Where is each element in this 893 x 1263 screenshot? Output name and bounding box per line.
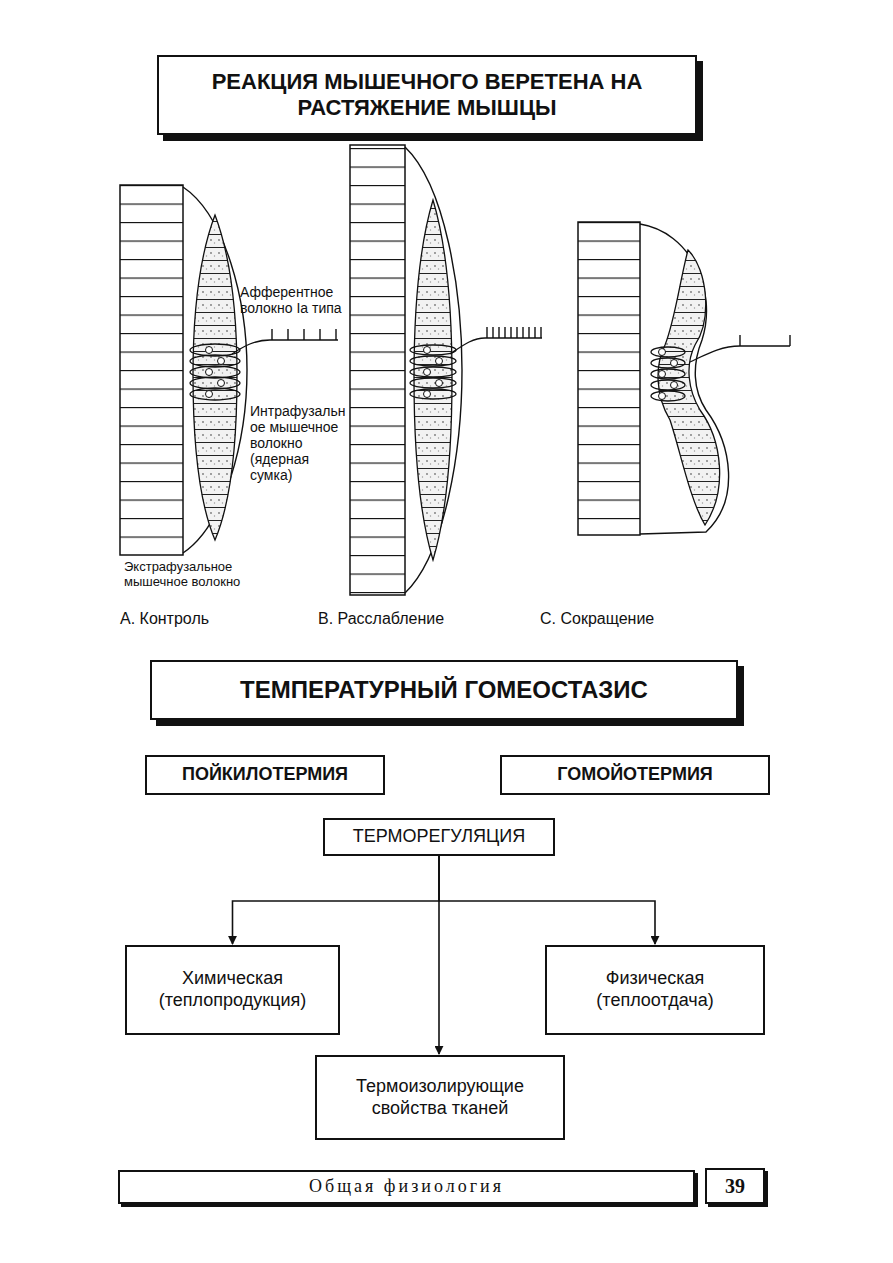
panel-caption: В. Расслабление [318, 610, 528, 628]
nucleus [659, 371, 666, 378]
arrow-connector [438, 856, 440, 1054]
nucleus [424, 391, 431, 398]
impulse-tick [504, 327, 505, 338]
annulospiral-coil [651, 369, 685, 379]
afferent-fiber [232, 340, 338, 354]
annulospiral-coil [651, 347, 685, 357]
spindle-capsule [640, 224, 729, 534]
afferent-fiber [690, 346, 790, 362]
nucleus [206, 347, 213, 354]
panel-caption: С. Сокращение [540, 610, 760, 628]
box-text: Термоизолирующие свойства тканей [340, 1076, 540, 1119]
annulospiral-coil [651, 380, 685, 390]
impulse-tick [739, 335, 740, 346]
annulospiral-coil [190, 344, 240, 356]
spindle-capsule [405, 147, 462, 593]
impulse-tick [510, 327, 511, 338]
nucleus [206, 369, 213, 376]
intrafusal-fiber [414, 200, 452, 560]
impulse-tick [486, 327, 487, 338]
extrafusal-fiber [578, 222, 640, 535]
annulospiral-coil [651, 391, 685, 401]
impulse-tick [540, 327, 541, 338]
box-text: ТЕРМОРЕГУЛЯЦИЯ [353, 826, 525, 848]
nucleus [218, 358, 225, 365]
impulse-tick [522, 327, 523, 338]
nucleus [424, 347, 431, 354]
box-text: ТЕМПЕРАТУРНЫЙ ГОМЕОСТАЗИС [240, 676, 648, 705]
impulse-tick [287, 329, 288, 340]
impulse-tick [319, 329, 320, 340]
annulospiral-coil [190, 366, 240, 378]
box-text: Химическая (теплопродукция) [138, 968, 328, 1011]
impulse-tick [516, 327, 517, 338]
box-text: 39 [725, 1174, 745, 1198]
extrafusal-fiber [120, 185, 183, 555]
annulospiral-coil [410, 356, 456, 366]
annulospiral-coil [190, 355, 240, 367]
impulse-tick [498, 327, 499, 338]
process-box: Химическая (теплопродукция) [125, 945, 340, 1035]
annulospiral-coil [190, 388, 240, 400]
extrafusal-fiber [350, 145, 405, 595]
page-number: 39 [705, 1168, 765, 1204]
impulse-tick [789, 335, 790, 346]
impulse-tick [271, 329, 272, 340]
footer-box: Общая физиология [118, 1170, 695, 1204]
part-label: Экстрафузальное мышечное волокно [124, 560, 294, 590]
process-box: Физическая (теплоотдача) [545, 945, 765, 1035]
nucleus [659, 393, 666, 400]
nucleus [206, 391, 213, 398]
annulospiral-coil [410, 378, 456, 388]
panel-caption: А. Контроль [120, 610, 320, 628]
box-text: ПОЙКИЛОТЕРМИЯ [182, 764, 348, 786]
spindle-capsule [183, 187, 247, 553]
title-box: ТЕМПЕРАТУРНЫЙ ГОМЕОСТАЗИС [150, 660, 738, 720]
nucleus [436, 358, 443, 365]
annulospiral-coil [410, 389, 456, 399]
nucleus [671, 360, 678, 367]
category-box: ПОЙКИЛОТЕРМИЯ [145, 755, 385, 795]
impulse-tick [492, 327, 493, 338]
impulse-tick [335, 329, 336, 340]
category-box: ГОМОЙОТЕРМИЯ [500, 755, 770, 795]
process-box: Термоизолирующие свойства тканей [315, 1055, 565, 1140]
part-label: Интрафузальное мышечное волокно (ядерная… [250, 403, 348, 483]
title-box: РЕАКЦИЯ МЫШЕЧНОГО ВЕРЕТЕНА НА РАСТЯЖЕНИЕ… [157, 55, 697, 135]
annulospiral-coil [410, 367, 456, 377]
box-text: РЕАКЦИЯ МЫШЕЧНОГО ВЕРЕТЕНА НА РАСТЯЖЕНИЕ… [177, 69, 677, 122]
impulse-tick [303, 329, 304, 340]
box-text: ГОМОЙОТЕРМИЯ [557, 764, 713, 786]
impulse-tick [534, 327, 535, 338]
annulospiral-coil [651, 358, 685, 368]
process-box: ТЕРМОРЕГУЛЯЦИЯ [323, 818, 555, 856]
afferent-fiber [450, 338, 542, 354]
nucleus [436, 380, 443, 387]
nucleus [671, 382, 678, 389]
intrafusal-fiber [658, 250, 720, 525]
annulospiral-coil [410, 345, 456, 355]
nucleus [218, 380, 225, 387]
nucleus [659, 349, 666, 356]
box-text: Физическая (теплоотдача) [570, 968, 740, 1011]
arrow-connector [439, 856, 655, 944]
part-label: Афферентное волокно Ia типа [240, 284, 350, 316]
box-text: Общая физиология [309, 1176, 504, 1198]
arrow-connector [233, 856, 440, 944]
impulse-tick [528, 327, 529, 338]
nucleus [424, 369, 431, 376]
annulospiral-coil [190, 377, 240, 389]
